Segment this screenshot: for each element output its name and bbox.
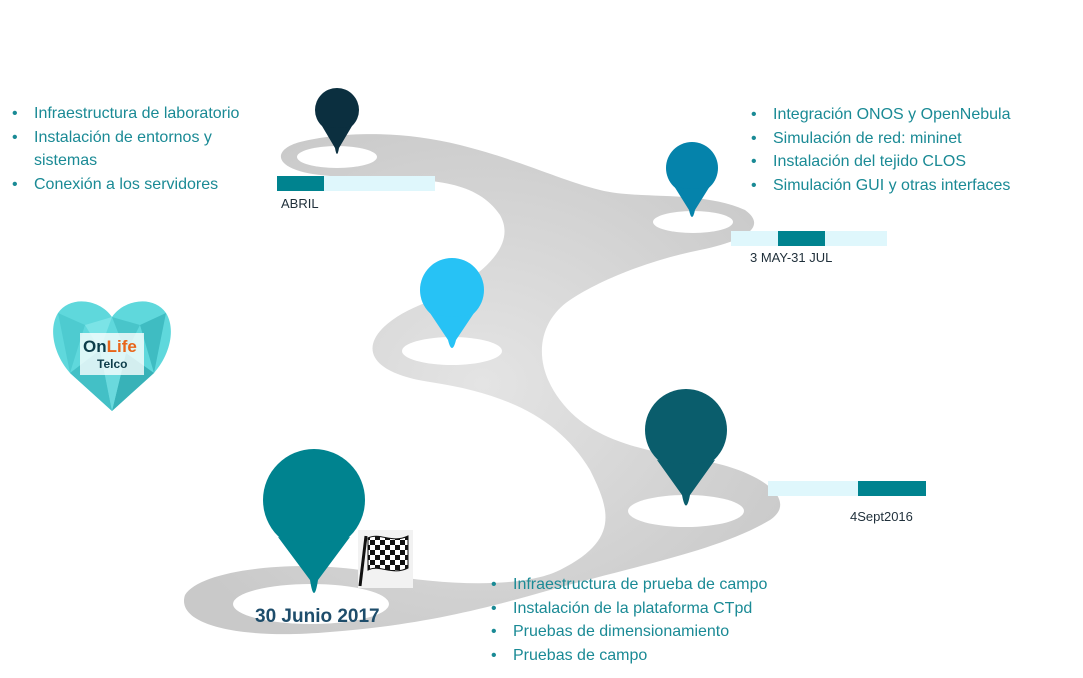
- pin-base-sept: [628, 495, 744, 527]
- pin-mayo-icon: [666, 142, 718, 217]
- final-bullet-list: Infraestructura de prueba de campo Insta…: [491, 573, 821, 667]
- pin-base-mayo: [653, 211, 733, 233]
- sept-timeline-fill: [858, 481, 926, 496]
- list-item: Pruebas de campo: [491, 644, 821, 668]
- checkered-flag-icon: [358, 530, 413, 588]
- list-item: Conexión a los servidores: [12, 173, 277, 197]
- list-item: Integración ONOS y OpenNebula: [751, 103, 1071, 127]
- pin-final-icon: [263, 449, 365, 593]
- abril-timeline-fill: [277, 176, 324, 191]
- pin-base-final: [233, 584, 389, 624]
- list-item: Instalación de la plataforma CTpd: [491, 597, 821, 621]
- list-item: Infraestructura de prueba de campo: [491, 573, 821, 597]
- list-item: Instalación del tejido CLOS: [751, 150, 1071, 174]
- logo-brand-text: OnLife: [83, 337, 137, 357]
- sept-timeline-bar: [768, 481, 926, 496]
- mayo-julio-bullet-list: Integración ONOS y OpenNebula Simulación…: [751, 103, 1071, 197]
- sept-date-label: 4Sept2016: [850, 509, 913, 524]
- mayo-date-label: 3 MAY-31 JUL: [750, 250, 833, 265]
- abril-timeline-bar: [277, 176, 435, 191]
- list-item: Pruebas de dimensionamiento: [491, 620, 821, 644]
- final-date-label: 30 Junio 2017: [255, 606, 380, 627]
- mayo-timeline-bar: [731, 231, 887, 246]
- pin-middle-icon: [420, 258, 484, 348]
- list-item: Simulación GUI y otras interfaces: [751, 174, 1071, 198]
- logo-sub-text: Telco: [97, 357, 128, 371]
- list-item: Infraestructura de laboratorio: [12, 102, 277, 126]
- logo-brand-on: On: [83, 337, 107, 356]
- pin-abril-icon: [315, 88, 359, 154]
- pin-base-middle: [402, 337, 502, 365]
- abril-bullet-list: Infraestructura de laboratorio Instalaci…: [12, 102, 277, 196]
- abril-date-label: ABRIL: [281, 196, 319, 211]
- mayo-timeline-fill: [778, 231, 825, 246]
- pin-sept-icon: [645, 389, 727, 506]
- pin-base-abril: [297, 146, 377, 168]
- heart-logo-icon: [53, 301, 171, 411]
- logo-brand-life: Life: [106, 337, 137, 356]
- list-item: Simulación de red: mininet: [751, 127, 1071, 151]
- list-item: Instalación de entornos y sistemas: [12, 126, 277, 173]
